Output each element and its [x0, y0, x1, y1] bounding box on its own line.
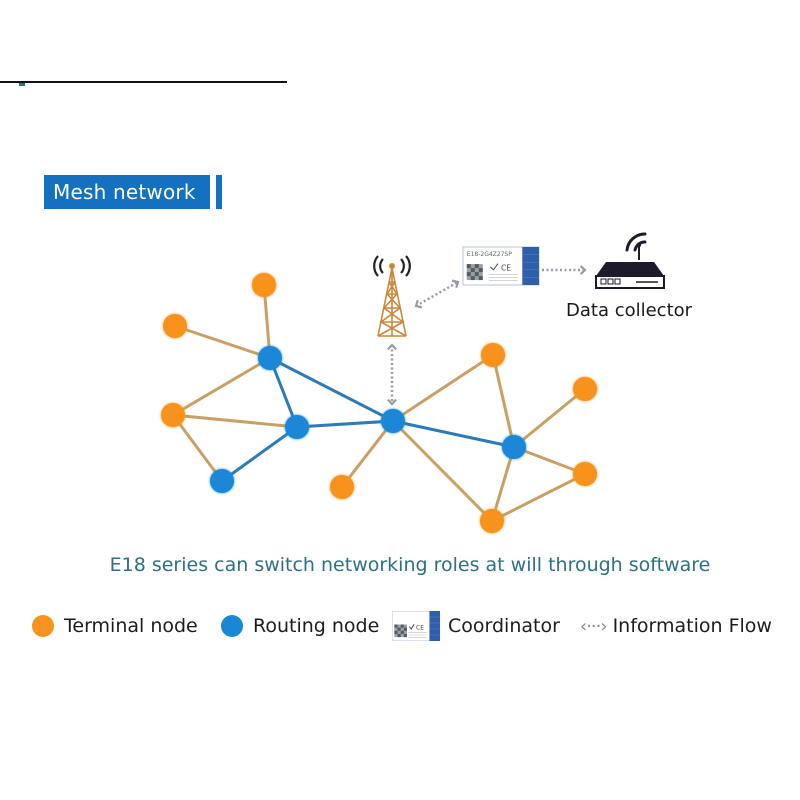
terminal-link: [512, 387, 587, 449]
diagram-caption: E18 series can switch networking roles a…: [109, 554, 711, 576]
svg-text:CE: CE: [416, 625, 424, 632]
legend-item-information-flow: ‹···› Information Flow: [580, 609, 772, 643]
terminal-link: [490, 472, 587, 523]
terminal-link: [171, 413, 224, 483]
terminal-node: [330, 475, 354, 499]
legend-label: Terminal node: [64, 615, 198, 637]
routing-node: [210, 469, 234, 493]
terminal-node: [573, 377, 597, 401]
routing-node-dot-icon: [221, 615, 243, 637]
legend-label: Routing node: [253, 615, 380, 637]
svg-text:E18-2G4Z27SP: E18-2G4Z27SP: [467, 251, 512, 258]
routing-node: [502, 435, 526, 459]
routing-link: [295, 419, 395, 429]
terminal-link: [391, 353, 495, 423]
routing-link: [391, 419, 516, 449]
terminal-node: [252, 273, 276, 297]
arrowhead-icon: [451, 279, 460, 289]
arrowhead-icon: [387, 398, 397, 406]
terminal-link: [512, 445, 587, 476]
legend-item-routing-node: Routing node: [221, 609, 379, 643]
terminal-link: [391, 419, 494, 523]
arrowhead-icon: [579, 265, 587, 275]
legend-item-coordinator: CE Coordinator: [392, 609, 560, 643]
data-collector-label: Data collector: [566, 300, 693, 321]
terminal-node: [481, 343, 505, 367]
nodes-layer: [161, 273, 597, 533]
terminal-link: [173, 324, 272, 360]
arrowhead-icon: [414, 299, 423, 309]
terminal-node-dot-icon: [32, 615, 54, 637]
terminal-node: [163, 314, 187, 338]
section-title: Mesh network: [44, 175, 210, 209]
information-flow-arrow: [531, 265, 587, 275]
legend-label: Information Flow: [612, 615, 772, 637]
section-title-accent-bar: [216, 175, 222, 209]
arrowhead-icon: [387, 343, 397, 351]
routing-link: [268, 356, 299, 429]
terminal-link: [171, 413, 299, 429]
section-title-text: Mesh network: [53, 180, 196, 204]
terminal-link: [490, 445, 516, 523]
double-arrow-dotted-icon: ‹···›: [580, 615, 608, 637]
coordinator-module-icon: CE: [392, 611, 440, 641]
svg-text:CE: CE: [501, 264, 511, 273]
routing-link: [220, 425, 299, 483]
routing-node: [258, 346, 282, 370]
terminal-link: [491, 353, 516, 449]
router-icon: [595, 232, 665, 289]
information-flow-layer: [387, 265, 587, 406]
information-flow-arrow: [387, 343, 397, 406]
terminal-node: [480, 509, 504, 533]
legend-label: Coordinator: [448, 615, 560, 637]
legend-item-terminal-node: Terminal node: [32, 609, 198, 643]
links-layer: [171, 283, 587, 523]
routing-node: [381, 409, 405, 433]
terminal-link: [340, 419, 395, 489]
terminal-link: [171, 356, 272, 417]
terminal-node: [161, 403, 185, 427]
cell-tower-icon: [373, 255, 411, 337]
information-flow-arrow: [414, 279, 460, 309]
terminal-node: [573, 462, 597, 486]
top-divider-accent: [19, 83, 25, 86]
coordinator-module-icon: CE E18-2G4Z27SP: [462, 246, 540, 286]
routing-link: [268, 356, 395, 423]
routing-node: [285, 415, 309, 439]
terminal-link: [262, 283, 272, 360]
legend: Terminal node Routing node CE Coordinato…: [0, 609, 800, 643]
top-divider-line: [0, 81, 287, 83]
